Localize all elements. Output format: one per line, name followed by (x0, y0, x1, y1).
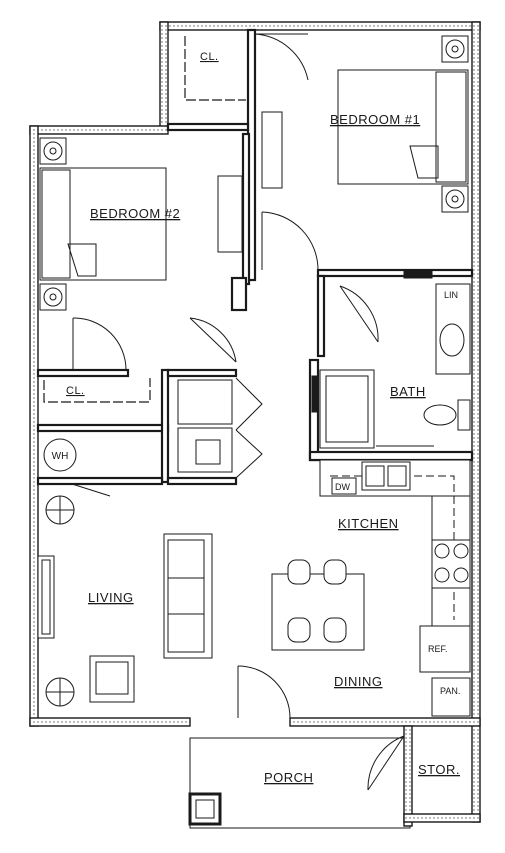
nightstand-icon (441, 185, 469, 213)
doors (71, 33, 405, 791)
room-label-bath: BATH (390, 384, 426, 399)
nightstand-icon (441, 35, 469, 63)
room-label-living: LIVING (88, 590, 134, 605)
kitchen-fixtures (319, 459, 471, 717)
room-label-closet1: CL. (200, 51, 219, 63)
closet-shelves (43, 36, 246, 403)
room-label-closet2: CL. (66, 385, 85, 397)
toilet-icon (423, 399, 471, 431)
bath-fixtures (311, 269, 471, 449)
water-heater-icon: WH (43, 438, 77, 472)
sink-icon (361, 461, 411, 491)
fixture-label-pantry: PAN. (440, 686, 460, 696)
room-label-bedroom2: BEDROOM #2 (90, 206, 180, 221)
room-label-bedroom1: BEDROOM #1 (330, 112, 420, 127)
water-heater-label: WH (52, 451, 69, 462)
room-label-dining: DINING (334, 674, 383, 689)
room-label-storage: STOR. (418, 762, 460, 777)
bedroom2-furniture (39, 137, 243, 311)
stove-icon (431, 539, 471, 589)
dining-table (271, 559, 365, 651)
bedroom1-furniture (261, 35, 469, 213)
living-furniture (37, 495, 213, 707)
lamp-icon (45, 495, 75, 525)
room-labels: BEDROOM #1 BEDROOM #2 CL. CL. BATH KITCH… (66, 51, 460, 785)
nightstand-icon (39, 137, 67, 165)
fixture-label-dishwasher: DW (335, 482, 350, 492)
washer-dryer (177, 379, 233, 473)
room-label-kitchen: KITCHEN (338, 516, 399, 531)
interior-walls (36, 28, 474, 486)
fixture-label-linen: LIN (444, 290, 458, 300)
room-label-porch: PORCH (264, 770, 313, 785)
exterior-walls (29, 21, 481, 829)
lamp-icon (45, 677, 75, 707)
porch-column-icon (188, 792, 222, 826)
nightstand-icon (39, 283, 67, 311)
fixture-label-refrigerator: REF. (428, 644, 448, 654)
fixture-labels: LIN DW REF. PAN. (335, 290, 460, 696)
